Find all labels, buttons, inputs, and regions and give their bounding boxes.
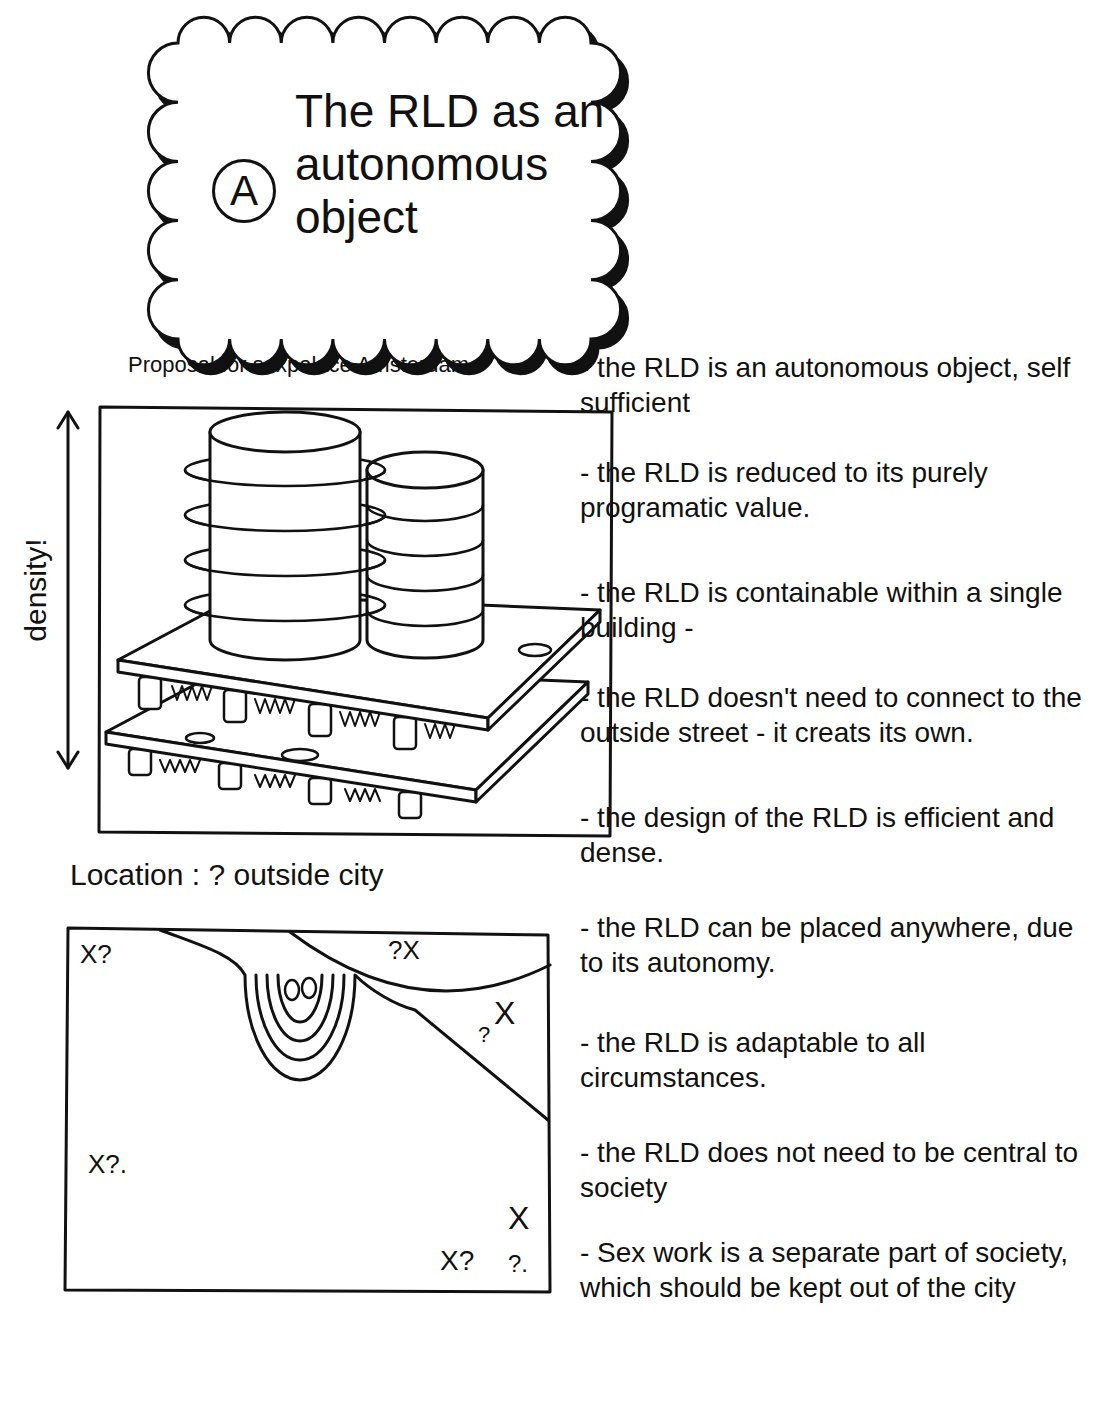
greenery: [160, 760, 200, 772]
contour-line: [278, 975, 322, 1022]
pillar: [399, 792, 421, 818]
slab-edge: [118, 660, 488, 730]
slab-edge: [106, 732, 476, 802]
pool-oval: [519, 644, 551, 656]
circle-badge: A: [212, 159, 276, 223]
sketch-frame: [99, 407, 612, 836]
map-mark: X?.: [88, 1150, 127, 1180]
location-note: Location : ? outside city: [70, 858, 384, 893]
pillar: [224, 690, 246, 722]
tower-ring: [185, 515, 385, 531]
bullet-note: - the RLD is adaptable to all circumstan…: [580, 1025, 1092, 1095]
contour-line: [256, 975, 344, 1060]
cloud-shape: The RLD as an autonomous objectA: [150, 15, 619, 367]
map-mark: X?: [80, 940, 112, 970]
contour-line: [267, 975, 333, 1041]
greenery: [255, 775, 295, 787]
badge-letter: A: [230, 170, 258, 212]
pillar: [394, 717, 416, 749]
map-mark: X?: [440, 1245, 474, 1277]
bullet-note: - the RLD is containable within a single…: [580, 575, 1092, 645]
pillar: [219, 763, 241, 789]
greenery: [345, 789, 380, 801]
greenery: [172, 686, 212, 700]
tower-ring: [185, 605, 385, 621]
map-mark: ?: [478, 1022, 490, 1047]
tower-floor: [367, 575, 483, 591]
tower-top: [210, 412, 360, 452]
pillar: [309, 778, 331, 804]
greenery: [255, 699, 295, 713]
tower-body: [367, 470, 483, 658]
bullet-note: - the RLD is an autonomous object, self …: [580, 350, 1092, 420]
pillar: [129, 749, 151, 775]
pool-oval: [186, 733, 214, 743]
cloud-outline: [148, 17, 620, 365]
bullet-note: - Sex work is a separate part of society…: [580, 1235, 1092, 1305]
density-arrow: [67, 412, 70, 768]
pillar: [309, 704, 331, 736]
tower-ring: [185, 560, 385, 576]
map-mark: X: [508, 1200, 529, 1237]
map-frame: [65, 928, 550, 1292]
coastline: [160, 930, 548, 1120]
tower-ring: [185, 470, 385, 486]
pool-oval: [282, 749, 318, 761]
map-curve: [290, 932, 550, 991]
bullet-note: - the design of the RLD is efficient and…: [580, 800, 1092, 870]
title-text: The RLD as an autonomous object: [295, 85, 619, 244]
tower-floor: [367, 610, 483, 626]
map-mark: ?X: [388, 936, 420, 966]
bullet-note: - the RLD doesn't need to connect to the…: [580, 680, 1092, 750]
map-mark: ?.: [508, 1250, 528, 1278]
contour-blob: [285, 980, 299, 1000]
bullet-note: - the RLD is reduced to its purely progr…: [580, 455, 1092, 525]
bullet-note: - the RLD can be placed anywhere, due to…: [580, 910, 1092, 980]
contour-blob: [302, 978, 316, 998]
tower-floor: [367, 540, 483, 556]
arrow-head: [58, 752, 78, 768]
pillar: [139, 677, 161, 709]
tower-body: [210, 432, 360, 660]
bullet-note: - the RLD does not need to be central to…: [580, 1135, 1092, 1205]
greenery: [340, 712, 380, 726]
greenery: [425, 724, 455, 738]
sketch-caption: Proposal for sexpalace Amsterdam.: [128, 352, 475, 377]
axis-label: density!: [19, 538, 54, 641]
map-mark: X: [494, 995, 515, 1032]
arrow-head: [58, 412, 78, 428]
